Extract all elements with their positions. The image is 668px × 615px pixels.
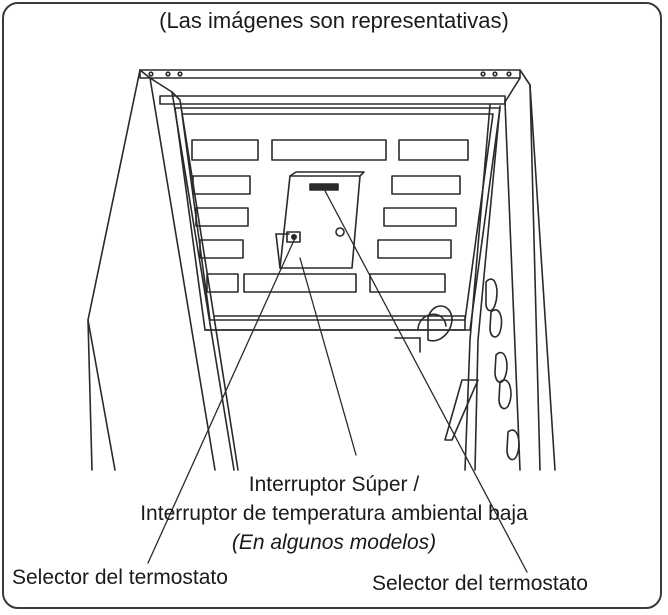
leader-left-thermostat <box>147 237 296 564</box>
thermostat-box <box>275 171 365 269</box>
lamp-fixture <box>394 305 453 353</box>
callout-leaders <box>147 186 528 573</box>
image-caption: (Las imágenes son representativas) <box>159 8 509 33</box>
leader-super-switch <box>299 257 357 456</box>
left-wall <box>87 69 239 471</box>
super-switch-note: (En algunos modelos) <box>231 531 437 554</box>
thermostat-label-right: Selector del termostato <box>372 572 588 595</box>
leader-right-thermostat <box>322 186 528 573</box>
ceiling-panel <box>159 95 506 331</box>
door-shelves <box>444 278 520 461</box>
super-switch-line1: Interruptor Súper / <box>248 473 420 496</box>
vent-slots <box>191 139 469 293</box>
cabinet-top <box>139 69 521 79</box>
thermostat-label-left: Selector del termostato <box>12 566 228 589</box>
super-switch-label: Interruptor Súper / Interruptor de tempe… <box>0 470 668 557</box>
super-switch-line2: Interruptor de temperatura ambiental baj… <box>140 502 528 525</box>
rounded-frame <box>2 2 662 609</box>
